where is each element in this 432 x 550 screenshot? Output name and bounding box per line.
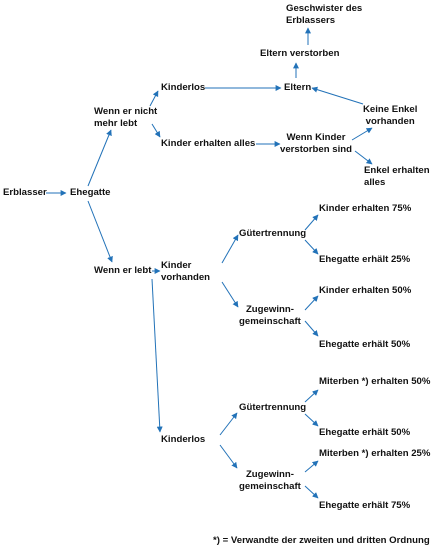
arrow-zugewinn1-ehegatte50 [304, 320, 319, 337]
arrow-kinderlos-guetertrennung2 [219, 412, 238, 436]
arrow-guetertrennung2-ehegatte50 [304, 413, 319, 427]
node-miterben-erhalten-50: Miterben *) erhalten 50% [319, 376, 431, 387]
node-kinder-erhalten-75: Kinder erhalten 75% [319, 203, 412, 214]
arrow-guetertrennung2-miterben50 [304, 389, 319, 403]
node-wenn-er-lebt: Wenn er lebt [94, 265, 152, 276]
arrow-wenn-nicht-lebt-kinder-alles [151, 123, 161, 138]
arrow-kinder-vorhanden-guetertrennung [221, 234, 239, 264]
node-zugewinngemeinschaft-2: Zugewinn- gemeinschaft [239, 469, 301, 492]
node-keine-enkel-vorhanden: Keine Enkel vorhanden [363, 104, 418, 127]
node-kinderlos-bottom: Kinderlos [161, 434, 206, 445]
node-eltern-verstorben: Eltern verstorben [260, 48, 340, 59]
arrow-wenn-lebt-kinderlos [151, 278, 163, 433]
node-geschwister-des-erblassers: Geschwister des Erblassers [286, 3, 363, 26]
arrow-zugewinn1-kinder50 [304, 295, 319, 311]
node-ehegatte-erhaelt-50-a: Ehegatte erhält 50% [319, 339, 411, 350]
node-ehegatte: Ehegatte [70, 187, 111, 198]
arrow-kinder-vorhanden-zugewinn [221, 281, 239, 308]
node-wenn-er-nicht-mehr-lebt: Wenn er nicht mehr lebt [94, 106, 158, 129]
arrow-zugewinn2-ehegatte75 [304, 485, 319, 499]
node-ehegatte-erhaelt-25: Ehegatte erhält 25% [319, 254, 411, 265]
arrow-wenn-kinder-verstorben-enkel-alles [354, 150, 373, 165]
node-zugewinngemeinschaft-1: Zugewinn- gemeinschaft [239, 304, 301, 327]
node-wenn-kinder-verstorben: Wenn Kinder verstorben sind [280, 132, 352, 155]
node-erblasser: Erblasser [3, 187, 47, 198]
arrow-zugewinn2-miterben25 [304, 460, 319, 473]
footnote: *) = Verwandte der zweiten und dritten O… [213, 535, 430, 546]
node-ehegatte-erhaelt-75: Ehegatte erhält 75% [319, 500, 411, 511]
arrow-wenn-kinder-verstorben-keine-enkel [351, 127, 373, 141]
arrow-guetertrennung1-ehegatte25 [304, 239, 319, 255]
node-guetertrennung-1: Gütertrennung [239, 228, 307, 239]
node-kinder-erhalten-50: Kinder erhalten 50% [319, 285, 412, 296]
node-kinderlos-top: Kinderlos [161, 82, 206, 93]
arrow-wenn-nicht-lebt-kinderlos [149, 90, 159, 107]
arrow-ehegatte-wenn-lebt [87, 200, 113, 263]
node-kinder-erhalten-alles: Kinder erhalten alles [161, 138, 256, 149]
node-miterben-erhalten-25: Miterben *) erhalten 25% [319, 448, 431, 459]
arrow-guetertrennung1-kinder75 [304, 214, 319, 231]
arrow-keine-enkel-eltern [311, 86, 364, 105]
node-kinder-vorhanden: Kinder vorhanden [161, 260, 211, 283]
arrow-kinderlos-zugewinn2 [219, 444, 238, 469]
node-ehegatte-erhaelt-50-b: Ehegatte erhält 50% [319, 427, 411, 438]
arrow-ehegatte-wenn-nicht-lebt [87, 129, 112, 187]
node-eltern: Eltern [284, 82, 312, 93]
node-enkel-erhalten-alles: Enkel erhalten alles [364, 165, 430, 188]
node-guetertrennung-2: Gütertrennung [239, 402, 307, 413]
